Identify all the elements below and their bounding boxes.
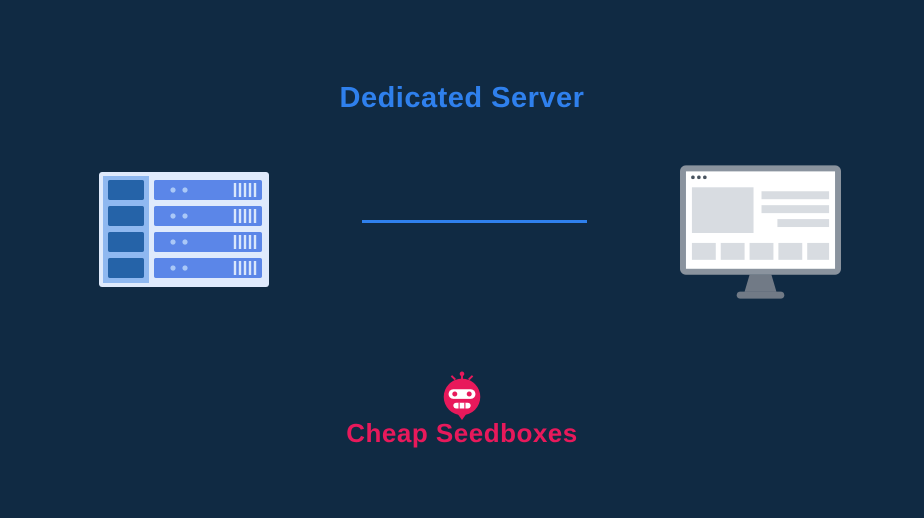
brand-name: Cheap Seedboxes [346, 418, 578, 448]
server-rack-icon [99, 172, 269, 287]
page-title: Dedicated Server [339, 82, 585, 114]
robot-mascot-icon [438, 370, 486, 420]
server-rack-illustration [99, 172, 269, 287]
monitor-illustration [680, 165, 841, 300]
desktop-monitor-icon [680, 165, 841, 299]
brand-logo: Cheap Seedboxes [0, 370, 924, 449]
connection-line [362, 220, 587, 223]
